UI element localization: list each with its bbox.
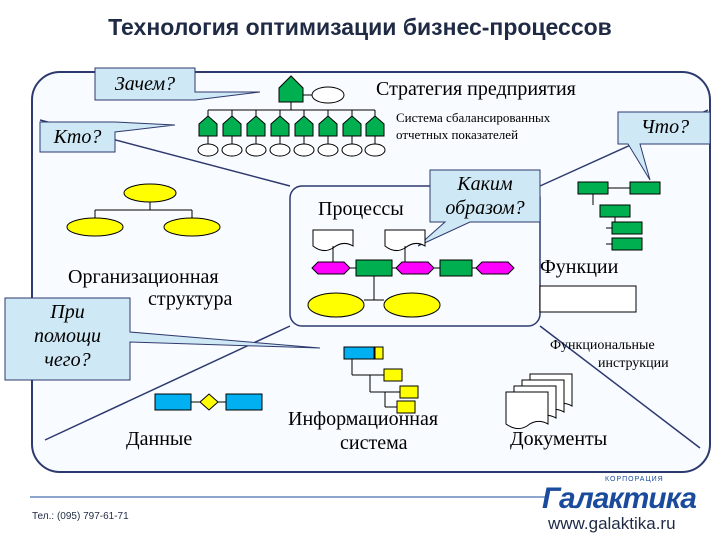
strategy-leaf-node	[294, 115, 314, 137]
bubble-what: Что?	[640, 116, 690, 138]
org-root-node	[123, 183, 177, 203]
label-org-line2: структура	[148, 288, 233, 310]
label-functions: Функции	[540, 256, 619, 278]
function-node	[611, 221, 643, 235]
org-structure	[66, 183, 221, 237]
bubble-why-shape	[94, 67, 261, 101]
data-entity	[225, 393, 263, 411]
label-strategy: Стратегия предприятия	[376, 78, 576, 100]
bubble-how-line2: образом?	[445, 197, 525, 219]
info-node	[343, 346, 375, 360]
process-function	[355, 259, 393, 277]
footer-url[interactable]: www.galaktika.ru	[548, 514, 676, 533]
process-unit	[307, 292, 365, 318]
function-node	[577, 181, 609, 195]
strategy-leaf-oval	[293, 143, 315, 157]
function-node	[599, 204, 631, 218]
functions-tree	[577, 181, 661, 251]
info-node	[396, 400, 416, 414]
brand-logo: Галактика	[542, 482, 697, 515]
strategy-leaf-oval	[341, 143, 363, 157]
info-node	[383, 368, 403, 382]
label-documents: Документы	[510, 428, 608, 450]
page-title: Технология оптимизации бизнес-процессов	[108, 14, 612, 40]
strategy-leaf-oval	[317, 143, 339, 157]
bubble-why: Зачем?	[114, 73, 176, 95]
strategy-leaf-node	[342, 115, 362, 137]
strategy-leaf-oval	[197, 143, 219, 157]
org-child-node	[163, 217, 221, 237]
strategy-leaf-oval	[221, 143, 243, 157]
data-entity	[154, 393, 192, 411]
function-box	[539, 285, 637, 313]
process-event	[475, 261, 515, 275]
label-bsc-line2: отчетных показателей	[396, 127, 519, 142]
strategy-leaf-node	[222, 115, 242, 137]
label-data: Данные	[126, 428, 193, 450]
bubble-with-line2: помощи	[33, 325, 102, 347]
strategy-leaf-oval	[245, 143, 267, 157]
bubble-how-shape	[417, 169, 541, 247]
process-event	[311, 261, 351, 275]
bubble-what-shape	[617, 111, 711, 181]
bubble-how-line1: Каким	[457, 173, 513, 195]
bubble-who-shape	[39, 121, 176, 153]
strategy-leaf-oval	[364, 143, 386, 157]
process-unit	[383, 292, 441, 318]
strategy-leaf-node	[270, 115, 290, 137]
brand-corporation: КОРПОРАЦИЯ	[605, 476, 664, 483]
label-instructions-line2: инструкции	[598, 356, 669, 371]
strategy-tree	[208, 75, 375, 111]
documents-stack	[505, 373, 573, 430]
strategy-leaves	[197, 110, 386, 157]
strategy-root-oval	[311, 86, 345, 104]
label-bsc-line1: Система сбалансированных	[396, 110, 551, 125]
footer-phone: Тел.: (095) 797-61-71	[32, 511, 129, 522]
bubble-who: Кто?	[53, 126, 102, 148]
info-node	[374, 346, 384, 360]
bubble-with-line1: При	[50, 301, 85, 323]
bubble-with-shape	[4, 297, 321, 381]
info-node	[399, 385, 419, 399]
label-is-line2: система	[340, 432, 408, 454]
strategy-leaf-oval	[269, 143, 291, 157]
process-function	[439, 259, 473, 277]
strategy-leaf-node	[246, 115, 266, 137]
bubble-with-line3: чего?	[44, 349, 91, 371]
process-flow	[307, 229, 515, 318]
label-is-line1: Информационная	[288, 408, 439, 430]
info-system-diagram	[343, 346, 419, 414]
data-model	[154, 393, 263, 411]
label-instructions-line1: Функциональные	[550, 338, 655, 353]
label-processes: Процессы	[318, 198, 404, 220]
function-node	[629, 181, 661, 195]
function-node	[611, 237, 643, 251]
org-child-node	[66, 217, 124, 237]
strategy-leaf-node	[365, 115, 385, 137]
label-org-line1: Организационная	[68, 266, 219, 288]
strategy-leaf-node	[318, 115, 338, 137]
strategy-leaf-node	[198, 115, 218, 137]
process-event	[395, 261, 435, 275]
